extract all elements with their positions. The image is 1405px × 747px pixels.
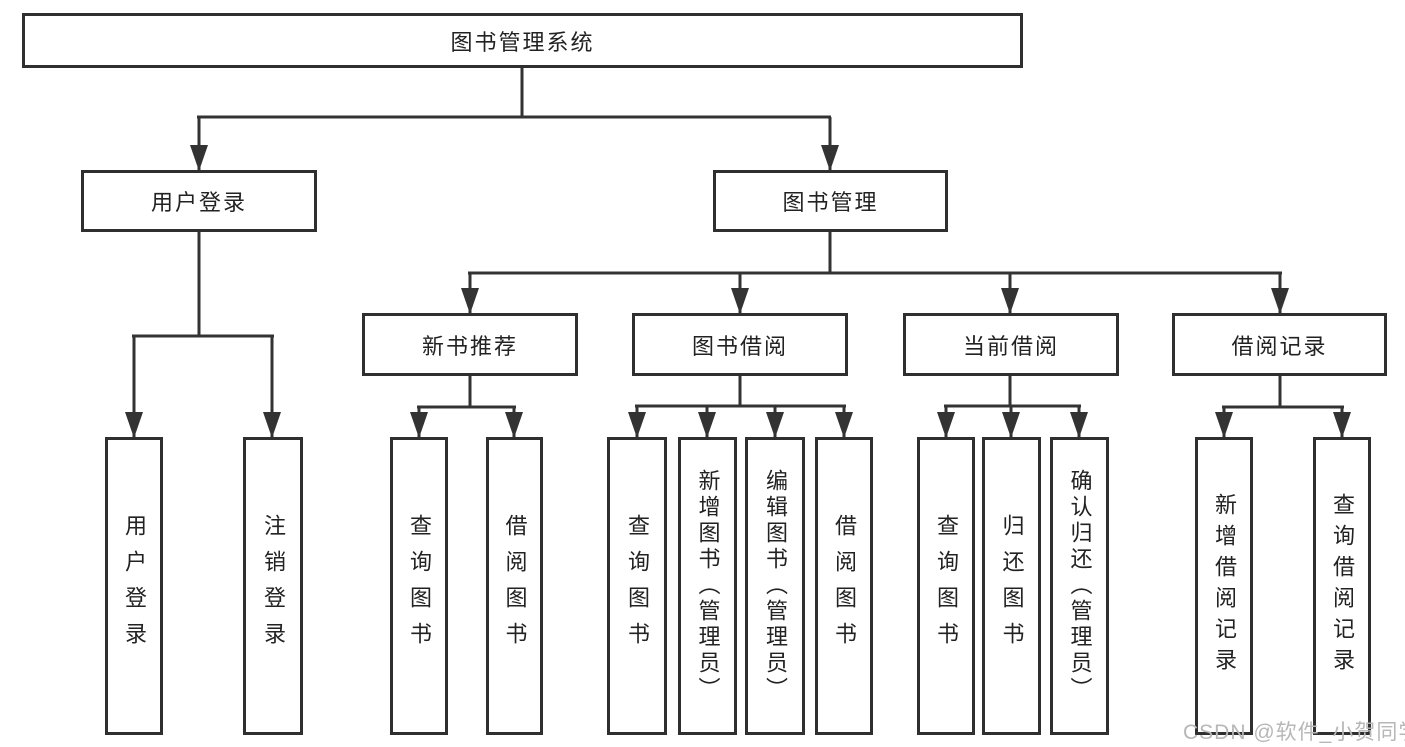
leaf-query-borrow-record-label: 查询借阅记录 xyxy=(1330,493,1355,679)
csdn-watermark: CSDN @软件_小贺同学 xyxy=(1183,721,1405,744)
leaf-borrow-books-recommend: 借阅图书 xyxy=(486,437,543,735)
node-new-book-recommend: 新书推荐 xyxy=(362,313,578,376)
node-root: 图书管理系统 xyxy=(22,13,1023,68)
leaf-user-login-label: 用户登录 xyxy=(122,514,147,658)
node-book-management: 图书管理 xyxy=(713,170,948,232)
leaf-borrow-books-recommend-label: 借阅图书 xyxy=(502,514,528,658)
node-user-login-label: 用户登录 xyxy=(150,190,247,215)
leaf-user-login: 用户登录 xyxy=(105,437,163,735)
node-book-borrowing: 图书借阅 xyxy=(632,313,848,376)
leaf-query-borrow-record: 查询借阅记录 xyxy=(1313,437,1371,735)
node-user-login: 用户登录 xyxy=(81,170,317,232)
node-root-label: 图书管理系统 xyxy=(450,29,595,55)
node-borrow-records-label: 借阅记录 xyxy=(1231,333,1328,359)
leaf-add-books-admin: 新增图书（管理员） xyxy=(678,437,737,735)
leaf-edit-books-admin-label: 编辑图书（管理员） xyxy=(763,469,788,703)
leaf-query-books-recommend-label: 查询图书 xyxy=(407,514,432,658)
leaf-return-books-label: 归还图书 xyxy=(999,514,1025,658)
leaf-add-borrow-record-label: 新增借阅记录 xyxy=(1212,493,1237,679)
leaf-query-books-borrowing: 查询图书 xyxy=(607,437,667,735)
node-new-book-recommend-label: 新书推荐 xyxy=(421,333,518,359)
leaf-borrow-books-borrowing: 借阅图书 xyxy=(815,437,873,735)
leaf-add-books-admin-label: 新增图书（管理员） xyxy=(695,469,721,703)
leaf-logout-label: 注销登录 xyxy=(261,514,286,658)
leaf-query-books-borrowing-label: 查询图书 xyxy=(625,514,650,658)
node-current-borrowing: 当前借阅 xyxy=(903,313,1119,376)
leaf-confirm-return-admin: 确认归还（管理员） xyxy=(1050,437,1109,735)
leaf-confirm-return-admin-label: 确认归还（管理员） xyxy=(1067,469,1093,703)
node-book-borrowing-label: 图书借阅 xyxy=(691,333,788,359)
leaf-query-books-recommend: 查询图书 xyxy=(390,437,448,735)
leaf-add-borrow-record: 新增借阅记录 xyxy=(1195,437,1253,735)
leaf-borrow-books-borrowing-label: 借阅图书 xyxy=(832,514,857,658)
node-book-management-label: 图书管理 xyxy=(782,190,879,215)
leaf-return-books: 归还图书 xyxy=(982,437,1041,735)
leaf-query-books-current: 查询图书 xyxy=(917,437,975,735)
leaf-edit-books-admin: 编辑图书（管理员） xyxy=(745,437,805,735)
node-current-borrowing-label: 当前借阅 xyxy=(962,333,1059,359)
node-borrow-records: 借阅记录 xyxy=(1172,313,1387,376)
leaf-query-books-current-label: 查询图书 xyxy=(934,514,959,658)
leaf-logout: 注销登录 xyxy=(243,437,303,735)
